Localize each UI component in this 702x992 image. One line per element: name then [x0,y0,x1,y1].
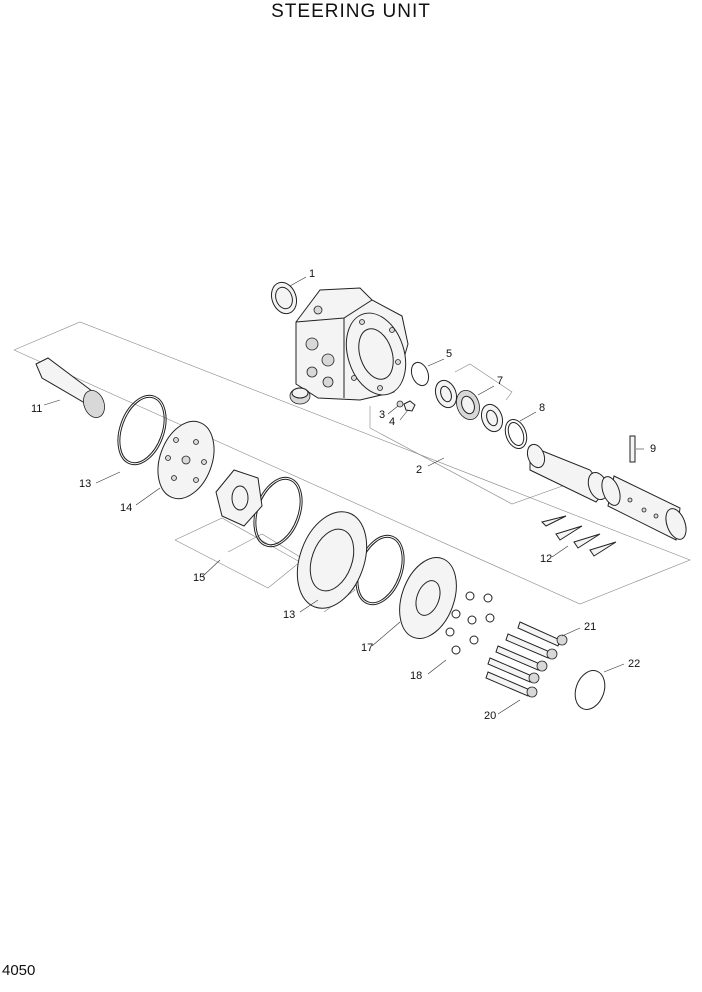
callout-9: 9 [650,443,656,455]
part-1-seal-ring [270,281,298,315]
callout-12: 12 [540,553,552,565]
callout-15: 15 [193,572,205,584]
part-18-washers [445,591,495,655]
part-13-o-ring-a [117,394,167,466]
part-20-21-bolts [485,621,568,698]
callout-22: 22 [628,658,640,670]
part-7-bearing-set [434,379,504,433]
steering-housing [295,287,409,401]
callout-13a: 13 [79,478,91,490]
part-9-pin [629,435,636,463]
part-14-distributor-plate [157,420,215,500]
callout-7: 7 [497,375,503,387]
callout-14: 14 [120,502,132,514]
group-outline-7 [454,363,513,401]
group-outline-2 [13,321,691,605]
callout-5: 5 [446,348,452,360]
page-number: 4050 [2,962,36,979]
page-title: STEERING UNIT [271,1,431,22]
leader-lines [43,276,644,715]
callout-8: 8 [539,402,545,414]
callout-13b: 13 [283,609,295,621]
gear-set-ring [296,511,368,609]
spool [526,443,609,503]
part-17-end-cover [399,557,457,639]
callout-2: 2 [416,464,422,476]
part-15-rotor [215,469,263,527]
part-3-4-check [396,400,416,412]
part-11-cardan-shaft [35,357,105,418]
housing-plug [289,387,311,405]
part-22-seal-disc [574,670,606,710]
callout-3: 3 [379,409,385,421]
part-12-springs [541,515,617,557]
sleeve [601,475,687,541]
callout-1: 1 [309,268,315,280]
callout-18: 18 [410,670,422,682]
part-5-o-ring [410,361,430,387]
callout-11: 11 [31,403,42,415]
callout-4: 4 [389,416,395,428]
part-8-ring [504,418,528,450]
callout-20: 20 [484,710,496,722]
callout-21: 21 [584,621,596,633]
callout-17: 17 [361,642,373,654]
